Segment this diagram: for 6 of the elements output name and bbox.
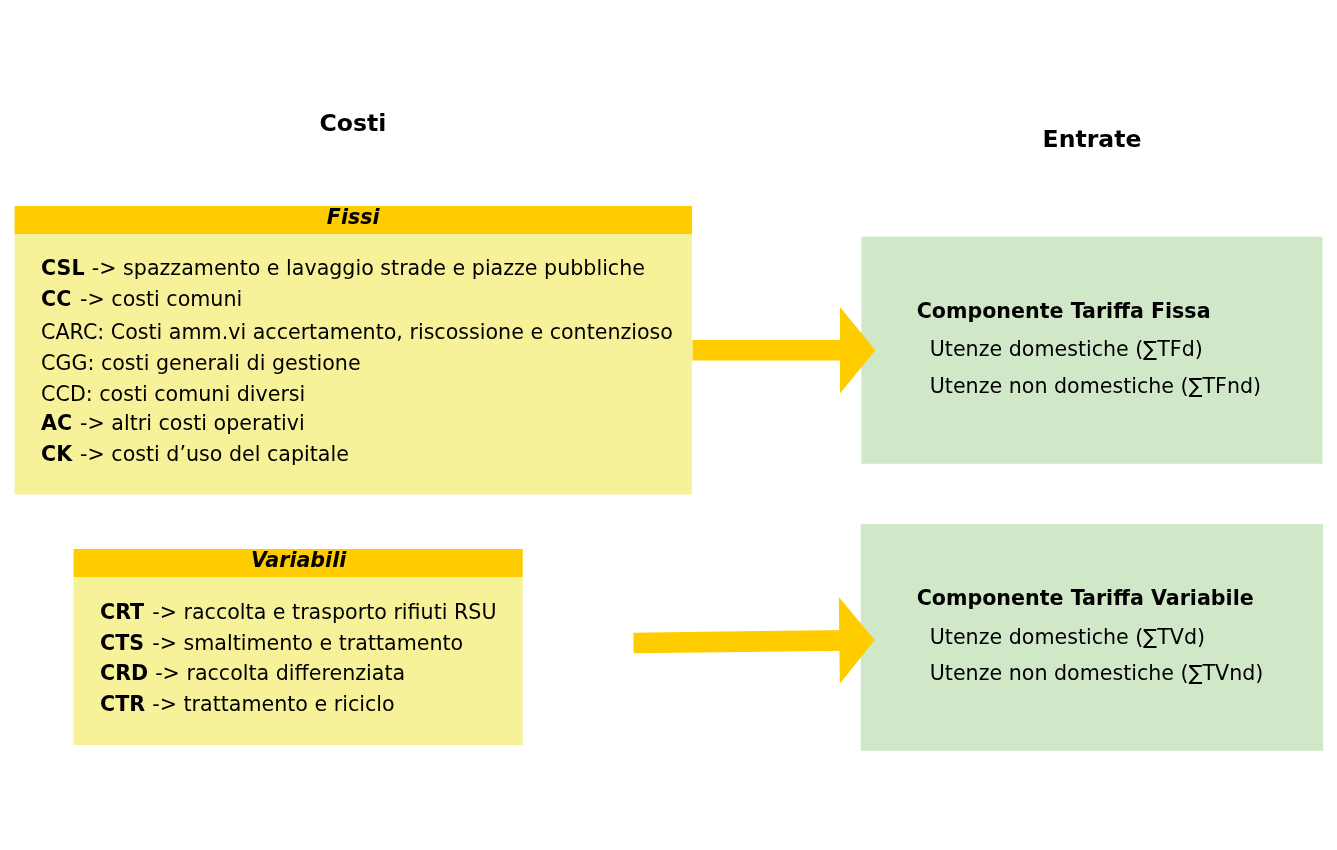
arrow <box>633 597 875 684</box>
label: Costi <box>319 108 387 137</box>
node-box: Componente Tariffa Variabile Utenze domestiche (∑TVd) Utenze non domestiche (∑TVnd) <box>860 524 1324 751</box>
node-box: Componente Tariffa Fissa Utenze domestiche (∑TFd) Utenze non domestiche (∑TFnd) <box>861 236 1323 464</box>
label: Entrate <box>1042 124 1142 153</box>
arrow <box>692 306 876 394</box>
